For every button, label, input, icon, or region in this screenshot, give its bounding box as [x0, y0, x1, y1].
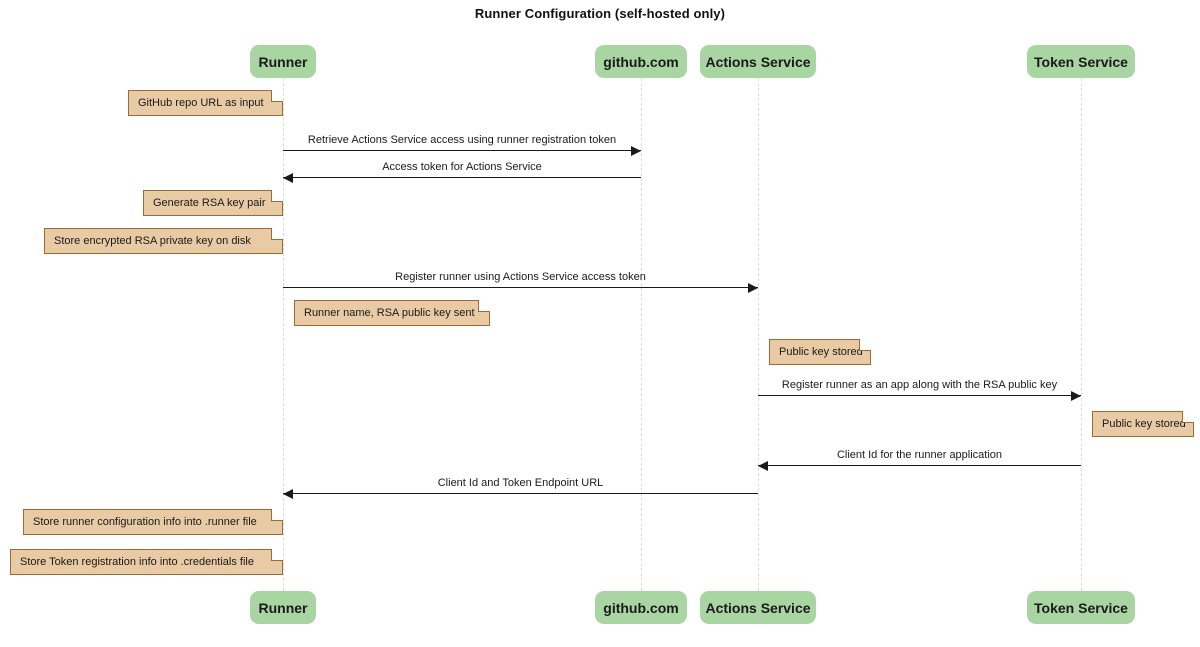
- note-n3: Store encrypted RSA private key on disk: [44, 228, 283, 254]
- note-n2: Generate RSA key pair: [143, 190, 283, 216]
- participant-label: github.com: [603, 53, 679, 70]
- note-text: Store Token registration info into .cred…: [20, 556, 254, 568]
- participant-label: Actions Service: [705, 53, 811, 70]
- message-label-m1: Retrieve Actions Service access using ru…: [307, 134, 617, 146]
- note-text: Store encrypted RSA private key on disk: [54, 235, 251, 247]
- participant-token-bottom[interactable]: Token Service: [1027, 591, 1135, 624]
- arrowhead-right-icon: [631, 145, 641, 156]
- note-n6: Public key stored: [1092, 411, 1194, 437]
- participant-runner-top[interactable]: Runner: [250, 45, 316, 78]
- note-text: Public key stored: [779, 346, 863, 358]
- arrowhead-right-icon: [748, 282, 758, 293]
- message-label-m6: Client Id and Token Endpoint URL: [437, 477, 604, 489]
- note-fold-corner-icon: [1182, 411, 1194, 423]
- message-line-m3: [283, 287, 758, 288]
- note-n8: Store Token registration info into .cred…: [10, 549, 283, 575]
- participant-token-top[interactable]: Token Service: [1027, 45, 1135, 78]
- message-line-m1: [283, 150, 641, 151]
- message-line-m6: [283, 493, 758, 494]
- note-fold-corner-icon: [271, 509, 283, 521]
- arrowhead-right-icon: [1071, 390, 1081, 401]
- note-text: Public key stored: [1102, 418, 1186, 430]
- participant-label: Runner: [258, 599, 308, 616]
- participant-label: Actions Service: [705, 599, 811, 616]
- page-title: Runner Configuration (self-hosted only): [474, 6, 726, 21]
- lifeline-github: [641, 78, 642, 591]
- message-label-m3: Register runner using Actions Service ac…: [395, 271, 646, 283]
- note-fold-corner-icon: [271, 90, 283, 102]
- lifeline-runner: [283, 78, 284, 591]
- note-fold-corner-icon: [271, 190, 283, 202]
- message-line-m2: [283, 177, 641, 178]
- note-n1: GitHub repo URL as input: [128, 90, 283, 116]
- participant-label: Runner: [258, 53, 308, 70]
- note-fold-corner-icon: [478, 300, 490, 312]
- participant-actions-top[interactable]: Actions Service: [700, 45, 816, 78]
- participant-github-bottom[interactable]: github.com: [595, 591, 687, 624]
- participant-actions-bottom[interactable]: Actions Service: [700, 591, 816, 624]
- message-line-m4: [758, 395, 1081, 396]
- participant-label: Token Service: [1034, 599, 1128, 616]
- participant-label: github.com: [603, 599, 679, 616]
- note-fold-corner-icon: [271, 228, 283, 240]
- lifeline-token: [1081, 78, 1082, 591]
- note-fold-corner-icon: [271, 549, 283, 561]
- participant-runner-bottom[interactable]: Runner: [250, 591, 316, 624]
- message-label-m2: Access token for Actions Service: [382, 161, 542, 173]
- message-label-m4: Register runner as an app along with the…: [781, 379, 1058, 391]
- note-fold-corner-icon: [859, 339, 871, 351]
- arrowhead-left-icon: [283, 172, 293, 183]
- note-n7: Store runner configuration info into .ru…: [23, 509, 283, 535]
- note-text: GitHub repo URL as input: [138, 97, 264, 109]
- note-n5: Public key stored: [769, 339, 871, 365]
- message-label-m5: Client Id for the runner application: [836, 449, 1003, 461]
- arrowhead-left-icon: [283, 488, 293, 499]
- note-text: Generate RSA key pair: [153, 197, 266, 209]
- note-text: Store runner configuration info into .ru…: [33, 516, 257, 528]
- participant-label: Token Service: [1034, 53, 1128, 70]
- note-n4: Runner name, RSA public key sent: [294, 300, 490, 326]
- lifeline-actions: [758, 78, 759, 591]
- participant-github-top[interactable]: github.com: [595, 45, 687, 78]
- arrowhead-left-icon: [758, 460, 768, 471]
- message-line-m5: [758, 465, 1081, 466]
- note-text: Runner name, RSA public key sent: [304, 307, 475, 319]
